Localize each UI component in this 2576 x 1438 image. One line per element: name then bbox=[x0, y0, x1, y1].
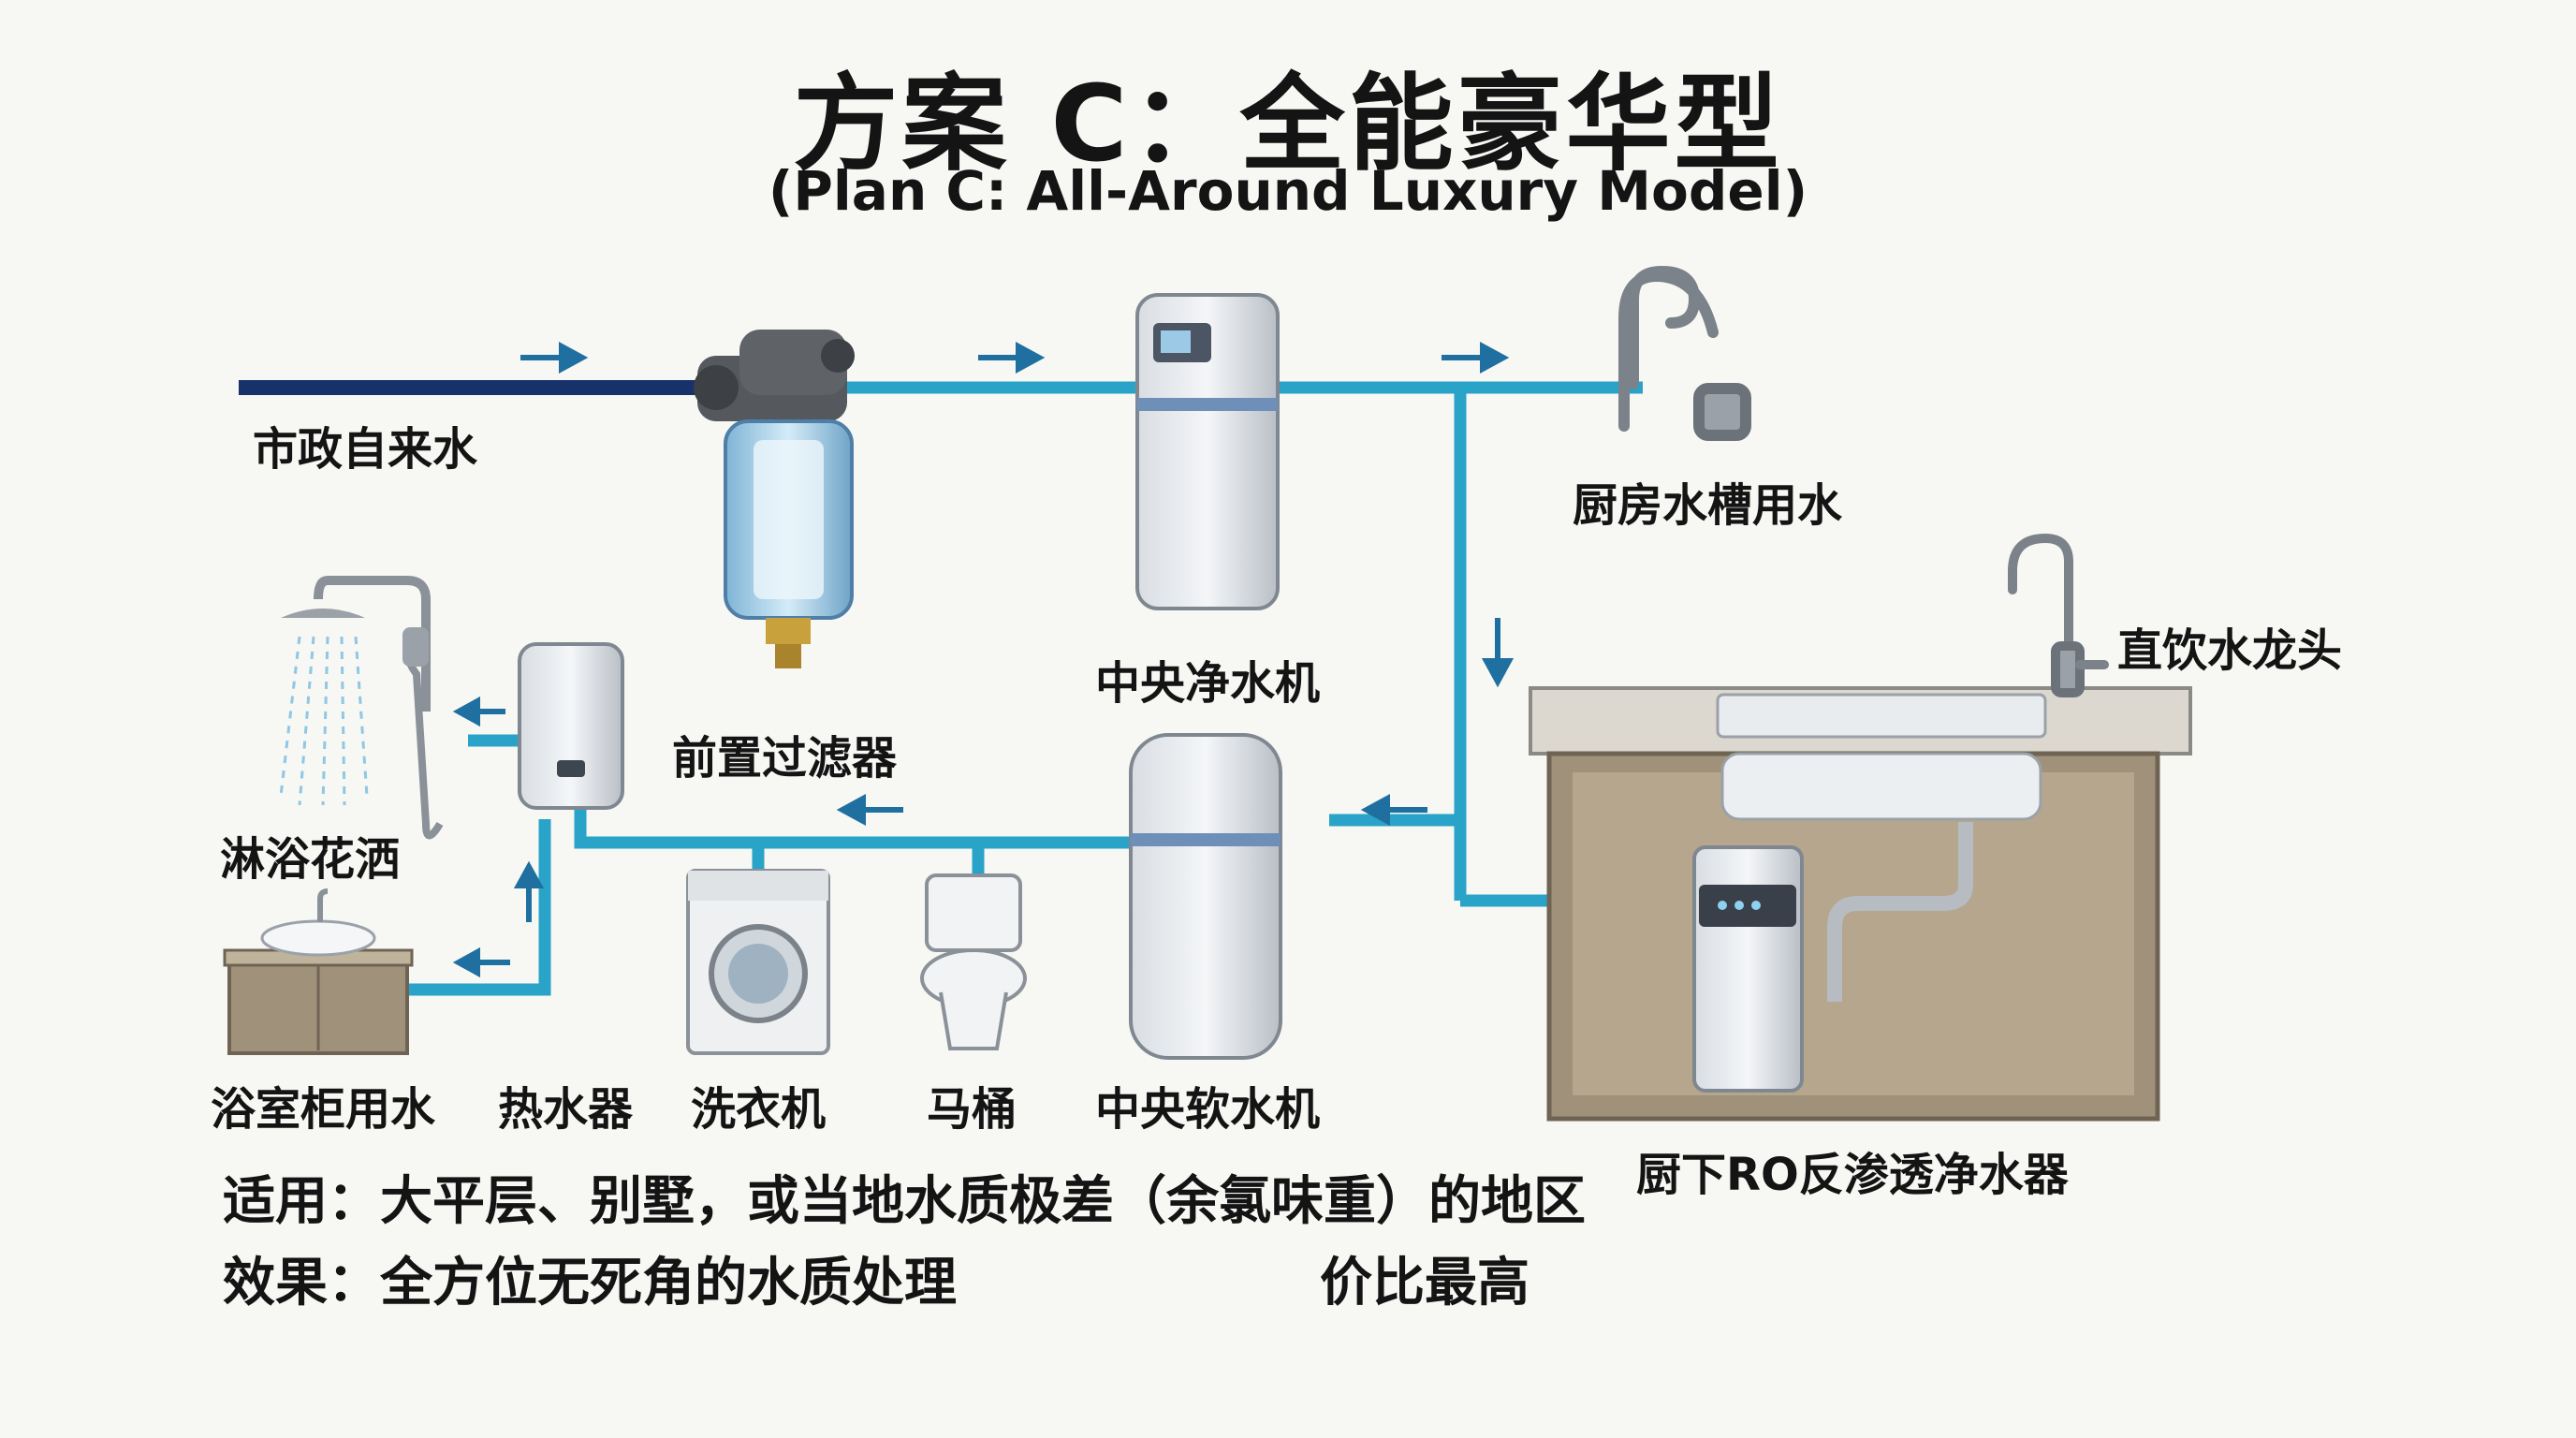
shower-device bbox=[279, 576, 444, 840]
label-central-softener: 中央软水机 bbox=[1095, 1083, 1321, 1136]
label-washing-machine: 洗衣机 bbox=[691, 1083, 827, 1136]
label-prefilter: 前置过滤器 bbox=[672, 732, 898, 785]
water-heater-device bbox=[518, 642, 624, 810]
label-bathroom-cabinet: 浴室柜用水 bbox=[211, 1083, 436, 1136]
central-purifier-device bbox=[1135, 293, 1280, 610]
flow-arrows bbox=[452, 341, 1515, 978]
label-kitchen-sink-water: 厨房水槽用水 bbox=[1573, 479, 1843, 532]
central-softener-device bbox=[1129, 733, 1282, 1060]
label-central-purifier: 中央净水机 bbox=[1095, 657, 1321, 710]
label-direct-drink-faucet: 直饮水龙头 bbox=[2117, 624, 2343, 677]
kitchen-cabinet bbox=[1529, 686, 2192, 1122]
label-toilet: 马桶 bbox=[927, 1083, 1017, 1136]
label-ro-purifier: 厨下RO反渗透净水器 bbox=[1636, 1149, 2069, 1201]
label-shower: 淋浴花洒 bbox=[220, 833, 401, 886]
label-water-heater: 热水器 bbox=[498, 1083, 634, 1136]
kitchen-faucet-device bbox=[1618, 265, 1751, 441]
page-subtitle: (Plan C: All-Around Luxury Model) bbox=[768, 159, 1808, 223]
note-value: 价比最高 bbox=[1320, 1253, 1530, 1313]
direct-drink-faucet-device bbox=[2008, 533, 2109, 697]
prefilter-device bbox=[694, 330, 855, 668]
page-title: 方案 C：全能豪华型 bbox=[793, 64, 1783, 185]
bathroom-cabinet-device bbox=[223, 888, 414, 1055]
note-applicable: 适用：大平层、别墅，或当地水质极差（余氯味重）的地区 bbox=[223, 1171, 1586, 1232]
toilet-device bbox=[920, 873, 1027, 1050]
note-effect: 效果：全方位无死角的水质处理 bbox=[223, 1253, 957, 1313]
washing-machine-device bbox=[686, 869, 830, 1055]
label-municipal-water: 市政自来水 bbox=[253, 423, 478, 476]
